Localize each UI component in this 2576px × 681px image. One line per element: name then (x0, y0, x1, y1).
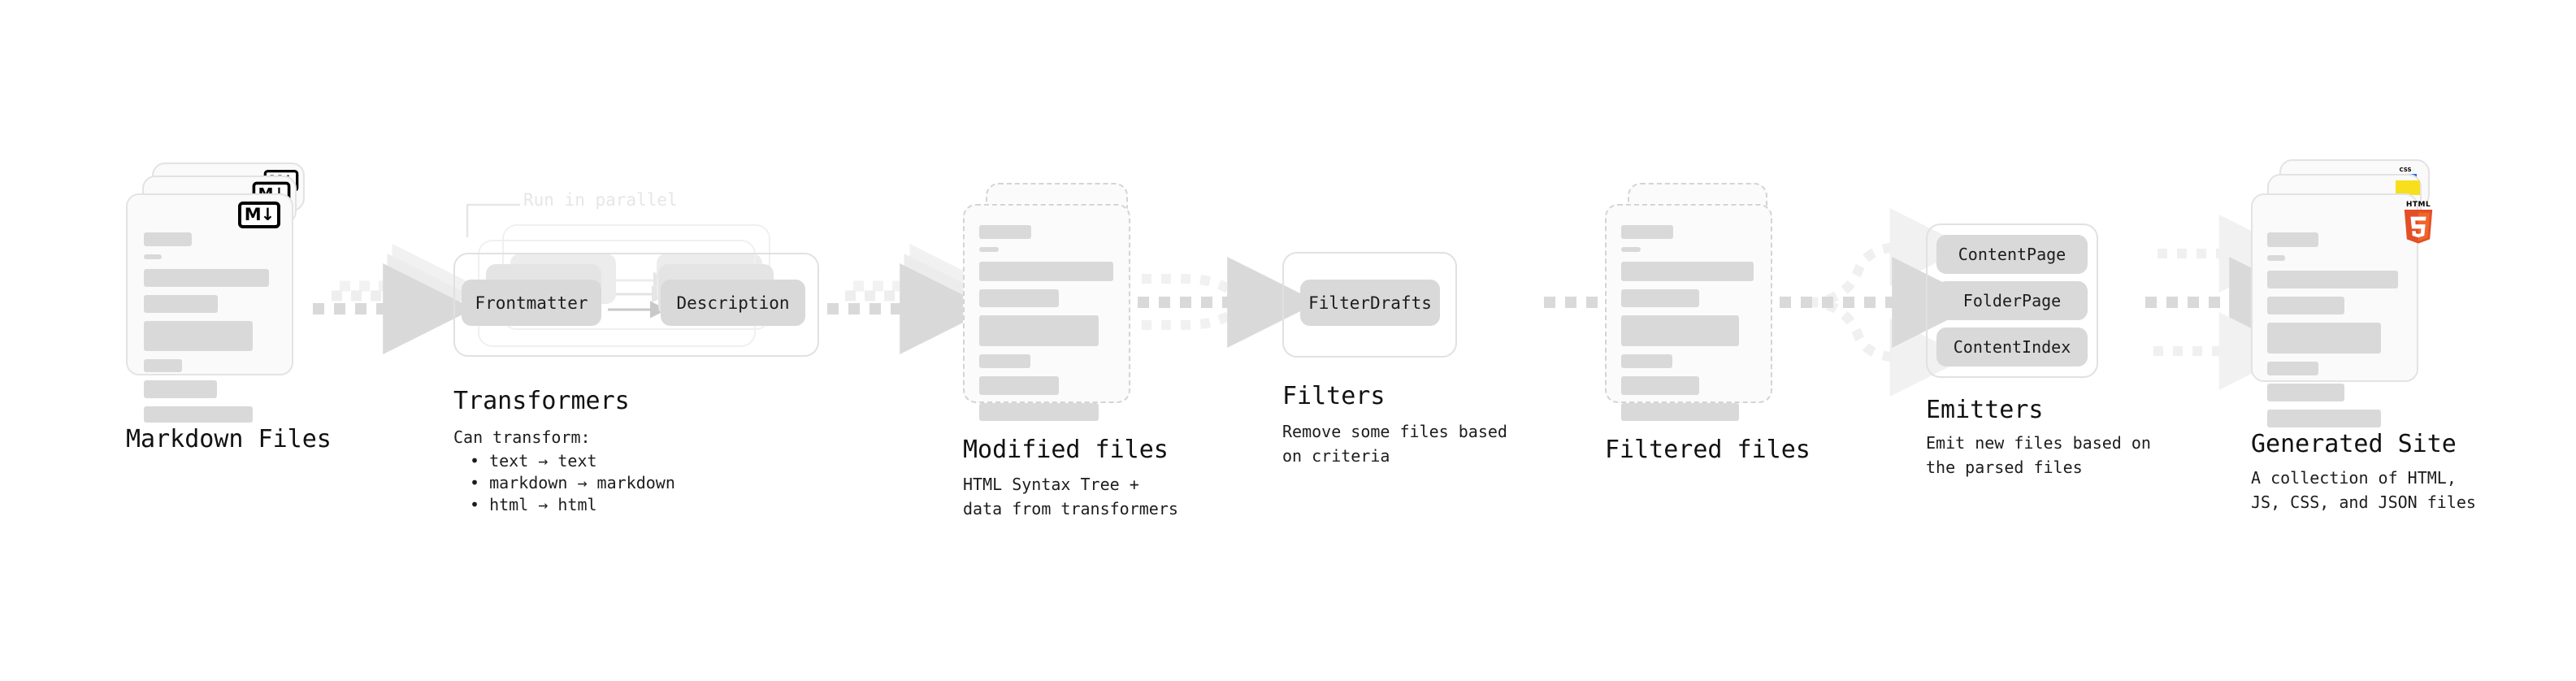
arrow-transformers-to-modified (827, 244, 995, 354)
transformer-chip-frontmatter[interactable]: Frontmatter (462, 280, 601, 326)
transformers-box-front[interactable] (453, 253, 819, 357)
skeleton-line (2267, 323, 2381, 354)
transformers-bullet-2: • markdown → markdown (470, 473, 675, 492)
skeleton-line (144, 321, 253, 351)
skeleton-line (1621, 289, 1699, 307)
html5-shield-icon (2404, 210, 2433, 244)
transformers-bullet-3: • html → html (470, 495, 597, 514)
markdown-files-title: Markdown Files (126, 425, 332, 453)
arrow-emitters-to-site (2145, 215, 2321, 390)
skeleton-line (1621, 354, 1672, 368)
skeleton-line (1621, 247, 1641, 252)
filters-box[interactable] (1282, 252, 1457, 358)
emitters-title: Emitters (1926, 396, 2044, 424)
skeleton-line (979, 403, 1099, 421)
skeleton-line (979, 225, 1031, 239)
arrow-filtered-to-emitters (1780, 208, 1984, 397)
skeleton-line (2267, 232, 2318, 247)
skeleton-line (2267, 255, 2285, 261)
transformer-chip-description[interactable]: Description (661, 280, 805, 326)
transformers-title: Transformers (453, 387, 630, 415)
skeleton-line (979, 315, 1099, 346)
emitter-chip-contentindex[interactable]: ContentIndex (1936, 327, 2088, 367)
skeleton-line (2267, 384, 2344, 401)
markdown-logo: M↓ (238, 202, 280, 228)
skeleton-line (144, 254, 162, 259)
skeleton-line (979, 354, 1030, 368)
skeleton-line (144, 232, 192, 246)
emitter-chip-folderpage[interactable]: FolderPage (1936, 281, 2088, 320)
skeleton-line (2267, 297, 2344, 314)
modified-files-subtitle: HTML Syntax Tree + data from transformer… (963, 475, 1178, 518)
skeleton-line (979, 376, 1059, 395)
skeleton-line (2267, 362, 2318, 375)
arrow-markdown-to-transformers (313, 244, 477, 354)
skeleton-line (979, 262, 1113, 281)
emitters-box[interactable] (1926, 223, 2098, 378)
skeleton-line (979, 289, 1059, 307)
generated-site-subtitle: A collection of HTML, JS, CSS, and JSON … (2251, 468, 2476, 512)
filtered-files-title: Filtered files (1605, 436, 1811, 464)
emitter-chip-contentpage[interactable]: ContentPage (1936, 235, 2088, 274)
modified-files-title: Modified files (963, 436, 1169, 464)
skeleton-line (144, 380, 217, 398)
html5-logo-label: HTML (2405, 201, 2431, 209)
html5-logo: HTML (2400, 202, 2437, 245)
transformers-subtitle: Can transform: (453, 427, 591, 447)
filtered-skeleton (1621, 225, 1754, 429)
modified-skeleton (979, 225, 1113, 429)
filters-subtitle: Remove some files based on criteria (1282, 422, 1507, 466)
skeleton-line (144, 406, 253, 423)
skeleton-line (2267, 410, 2381, 427)
filters-title: Filters (1282, 382, 1386, 410)
arrow-modified-to-filters (1138, 257, 1319, 348)
skeleton-line (2267, 271, 2398, 288)
skeleton-line (1621, 262, 1754, 281)
site-skeleton (2267, 232, 2398, 436)
skeleton-line (1621, 315, 1739, 346)
skeleton-line (144, 295, 218, 313)
filter-chip-filterdrafts[interactable]: FilterDrafts (1300, 280, 1440, 326)
skeleton-line (144, 269, 269, 287)
generated-site-title: Generated Site (2251, 430, 2457, 458)
skeleton-line (1621, 376, 1699, 395)
css-logo-label: CSS (2399, 167, 2412, 173)
skeleton-line (144, 359, 182, 372)
emitters-subtitle: Emit new files based on the parsed files (1926, 433, 2151, 477)
transformers-bullet-1: • text → text (470, 451, 597, 471)
run-in-parallel-label: Run in parallel (523, 190, 678, 210)
markdown-skeleton (144, 232, 274, 431)
js-logo (2396, 180, 2420, 195)
skeleton-line (1621, 225, 1673, 239)
skeleton-line (1621, 403, 1739, 421)
skeleton-line (979, 247, 999, 252)
